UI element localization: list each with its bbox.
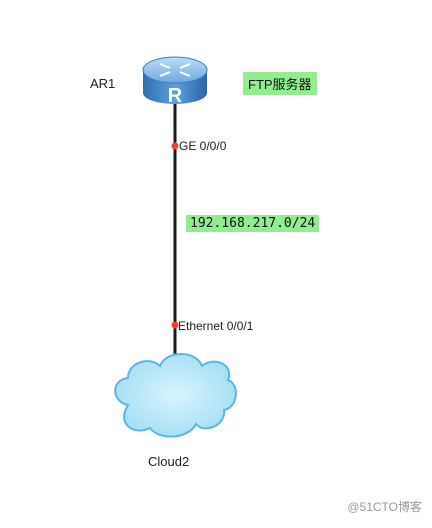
router-glyph: R [168,85,183,107]
router-icon[interactable]: R [142,56,208,107]
watermark-text: @51CTO博客 [347,500,422,514]
cloud-port-label: Ethernet 0/0/1 [178,319,254,333]
router-name-label: AR1 [90,76,116,91]
cloud-port-dot[interactable] [171,321,179,329]
router-port-label: GE 0/0/0 [179,139,227,153]
router-port-dot[interactable] [171,142,179,150]
cloud-name-label: Cloud2 [148,454,190,469]
ftp-server-tag: FTP服务器 [243,72,317,95]
network-subnet-tag: 192.168.217.0/24 [186,215,320,232]
cloud-icon[interactable] [114,353,237,438]
